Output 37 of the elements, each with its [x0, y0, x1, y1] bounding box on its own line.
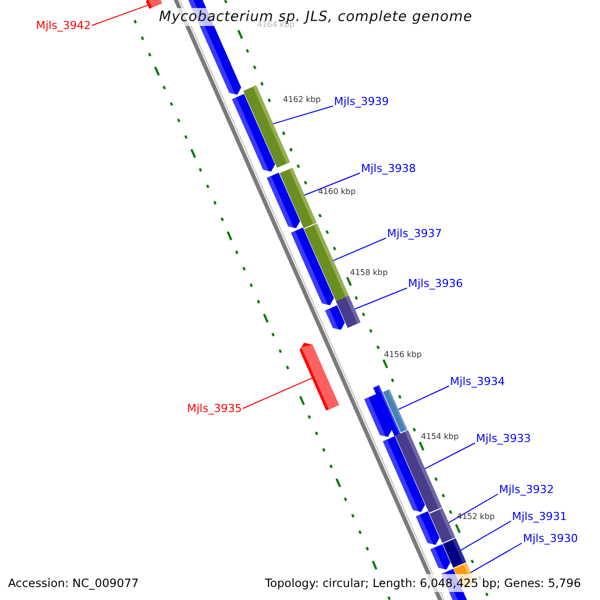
- gene-feature: [442, 538, 466, 568]
- gene-label: Mjls_3942: [36, 19, 91, 32]
- gene-feature: [146, 0, 162, 9]
- leader-line: [242, 378, 312, 409]
- leader-line: [354, 288, 408, 310]
- gene-feature: [395, 430, 442, 513]
- leader-line: [470, 542, 522, 574]
- gene-feature: [280, 168, 316, 228]
- leader-line: [91, 4, 148, 26]
- gene-label: Mjls_3936: [408, 277, 463, 290]
- gene-label: Mjls_3938: [361, 162, 416, 175]
- leader-line: [424, 442, 476, 470]
- gene-label: Mjls_3937: [387, 227, 442, 240]
- scale-label: 4152 kbp: [457, 512, 495, 522]
- scale-label: 4162 kbp: [283, 95, 321, 105]
- leader-line: [460, 520, 512, 551]
- leader-line: [448, 494, 498, 524]
- gene-feature: [336, 296, 360, 328]
- gene-label: Mjls_3932: [499, 483, 554, 496]
- gene-label: Mjls_3939: [334, 95, 389, 108]
- scale-label: 4156 kbp: [384, 350, 422, 360]
- scale-label: 4160 kbp: [318, 187, 356, 197]
- gene-feature: [383, 389, 408, 432]
- gene-label: Mjls_3935: [187, 402, 242, 415]
- gene-label: Mjls_3934: [450, 375, 505, 388]
- leader-line: [272, 106, 334, 124]
- leader-line: [398, 386, 450, 410]
- gene-label: Mjls_3931: [512, 510, 567, 523]
- leader-line: [332, 238, 386, 262]
- leader-line: [304, 172, 360, 196]
- scale-label: 4158 kbp: [350, 268, 388, 278]
- gene-feature: [430, 508, 456, 543]
- scale-label: 4154 kbp: [421, 432, 459, 442]
- gene-feature: [304, 224, 350, 304]
- gene-label: Mjls_3933: [476, 432, 531, 445]
- gene-label: Mjls_3930: [523, 532, 578, 545]
- gene-feature: [300, 342, 339, 411]
